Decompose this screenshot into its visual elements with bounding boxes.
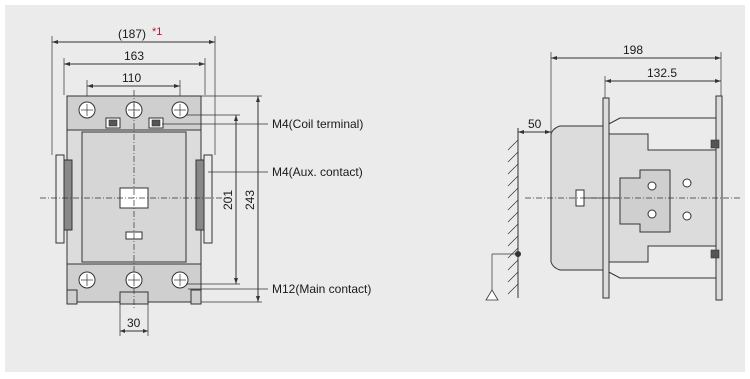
dim-clearance: 50 [528, 117, 542, 131]
dim-mount-height: 201 [221, 190, 235, 210]
dim-overall-width-note: *1 [152, 26, 162, 38]
screw-icon [78, 271, 189, 289]
dim-overall-width: (187) [118, 27, 146, 41]
callout-main-contact: M12(Main contact) [272, 282, 371, 296]
dim-height: 243 [243, 190, 257, 210]
front-view: (187) *1 163 110 [40, 26, 371, 336]
side-view: 198 132.5 50 [485, 43, 740, 301]
dim-depth: 198 [623, 43, 643, 57]
dim-mount-depth: 132.5 [647, 66, 677, 80]
dim-terminal-pitch: 30 [127, 316, 141, 330]
callout-coil-terminal: M4(Coil terminal) [272, 117, 363, 131]
wall-hatch [507, 139, 519, 295]
dim-width: 163 [124, 49, 144, 63]
dim-mount-width: 110 [122, 71, 141, 85]
ground-icon [485, 289, 499, 301]
callout-aux-contact: M4(Aux. contact) [272, 165, 363, 179]
